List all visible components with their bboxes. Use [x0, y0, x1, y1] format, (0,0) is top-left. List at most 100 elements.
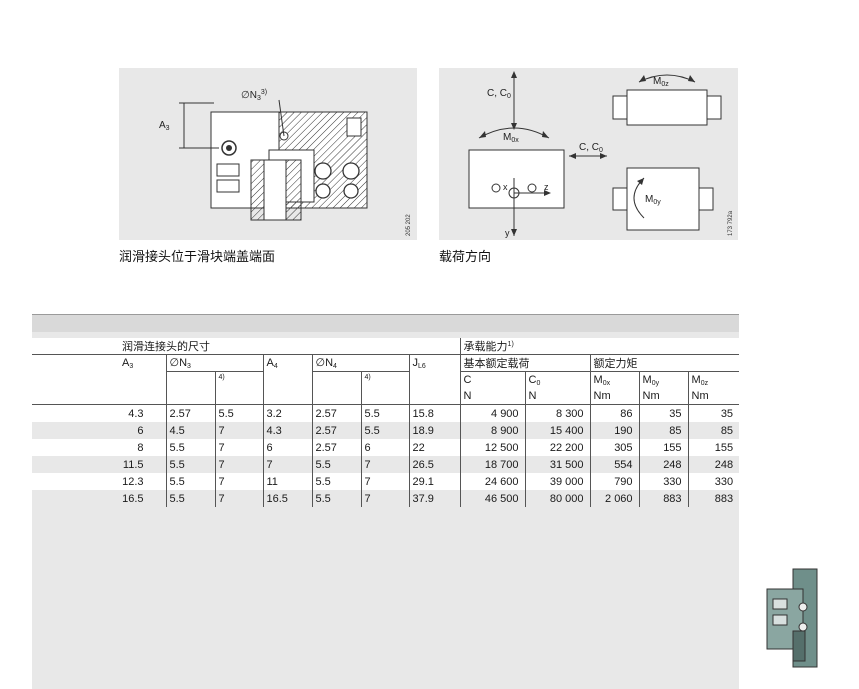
block-thumbnail-icon — [763, 567, 821, 669]
table-cell: 37.9 — [408, 490, 461, 507]
table-cell: 8 300 — [524, 404, 591, 422]
table-cell: 2.57 — [311, 404, 361, 422]
table-cell: 5.5 — [311, 473, 361, 490]
table-cell: 883 — [687, 490, 740, 507]
mox-label: M — [503, 132, 511, 143]
col-n4: ∅N4 — [311, 354, 409, 372]
block-section-drawing: A3 ∅N33) 205 202 — [159, 89, 412, 236]
load-direction-drawing: C, C0 M0x C, C0 M0z M0y x z y 173 792a — [468, 71, 734, 238]
table-cell: 7 — [360, 456, 409, 473]
table-cell: 554 — [589, 456, 640, 473]
figure2-caption: 载荷方向 — [439, 249, 492, 264]
sub-moment-header: 额定力矩 — [589, 354, 740, 372]
table-header-bar — [32, 314, 739, 333]
table-cell: 4 900 — [459, 404, 526, 422]
z-axis-label: z — [544, 182, 549, 192]
table-cell: 3.2 — [262, 404, 312, 422]
table-cell: 7 — [214, 473, 263, 490]
c-mid-label: C, C — [579, 142, 599, 153]
table-cell: 7 — [360, 473, 409, 490]
table-cell: 5.5 — [360, 404, 409, 422]
n4-note: 4) — [360, 371, 409, 388]
table-cell: 7 — [214, 490, 263, 507]
group-right-header: 承载能力1) — [459, 338, 740, 355]
table-cell: 85 — [638, 422, 689, 439]
table-cell: 6 — [32, 422, 166, 439]
table-cell: 85 — [687, 422, 740, 439]
table-cell: 190 — [589, 422, 640, 439]
table-cell: 248 — [638, 456, 689, 473]
n3-label: ∅N — [241, 90, 257, 101]
table-cell: 86 — [589, 404, 640, 422]
a3-label: A — [159, 120, 166, 131]
table-cell: 5.5 — [360, 422, 409, 439]
svg-text:A3: A3 — [159, 120, 170, 132]
table-cell: 29.1 — [408, 473, 461, 490]
x-axis-label: x — [503, 182, 508, 192]
unit-c0: N — [524, 388, 591, 405]
svg-text:M0z: M0z — [653, 76, 669, 88]
col-jl6: JL6 — [408, 354, 461, 372]
col-moy: M0y — [638, 371, 689, 388]
table-cell: 5.5 — [165, 439, 215, 456]
figure1-code: 205 202 — [406, 214, 412, 236]
svg-text:M0x: M0x — [503, 132, 519, 144]
table-cell: 7 — [360, 490, 409, 507]
col-c0: C0 — [524, 371, 591, 388]
unit-moz: Nm — [687, 388, 740, 405]
table-cell: 31 500 — [524, 456, 591, 473]
table-cell: 80 000 — [524, 490, 591, 507]
table-cell: 155 — [638, 439, 689, 456]
unit-c: N — [459, 388, 526, 405]
table-cell: 16.5 — [32, 490, 166, 507]
table-cell: 6 — [262, 439, 312, 456]
table-cell: 2 060 — [589, 490, 640, 507]
table-cell: 305 — [589, 439, 640, 456]
table-cell: 35 — [638, 404, 689, 422]
table-cell: 2.57 — [311, 422, 361, 439]
table-cell: 6 — [360, 439, 409, 456]
figure2-code: 173 792a — [728, 210, 734, 236]
table-cell: 35 — [687, 404, 740, 422]
table-cell: 330 — [687, 473, 740, 490]
table-cell: 8 900 — [459, 422, 526, 439]
table-cell: 7 — [214, 422, 263, 439]
table-cell: 2.57 — [311, 439, 361, 456]
table-cell: 5.5 — [214, 404, 263, 422]
table-cell: 22 200 — [524, 439, 591, 456]
table-cell: 8 — [32, 439, 166, 456]
table-cell: 155 — [687, 439, 740, 456]
table-cell: 11 — [262, 473, 312, 490]
col-n3: ∅N3 — [165, 354, 263, 372]
svg-text:M0y: M0y — [645, 194, 661, 206]
table-cell: 4.3 — [32, 404, 166, 422]
table-cell: 5.5 — [165, 473, 215, 490]
table-cell: 790 — [589, 473, 640, 490]
table-cell: 2.57 — [165, 404, 215, 422]
table-cell: 5.5 — [165, 490, 215, 507]
svg-text:C, C0: C, C0 — [579, 142, 603, 154]
col-c: C — [459, 371, 526, 388]
table-cell: 248 — [687, 456, 740, 473]
table-cell: 15 400 — [524, 422, 591, 439]
table-cell: 26.5 — [408, 456, 461, 473]
unit-moy: Nm — [638, 388, 689, 405]
table-cell: 46 500 — [459, 490, 526, 507]
col-a4: A4 — [262, 354, 312, 372]
figure1-caption: 润滑接头位于滑块端盖端面 — [119, 249, 276, 264]
table-cell: 7 — [262, 456, 312, 473]
svg-text:∅N33): ∅N33) — [241, 89, 267, 102]
col-mox: M0x — [589, 371, 640, 388]
lube-connection-figure: A3 ∅N33) 205 202 — [119, 68, 417, 240]
table-cell: 4.3 — [262, 422, 312, 439]
table-cell: 7 — [214, 456, 263, 473]
unit-mox: Nm — [589, 388, 640, 405]
table-cell: 883 — [638, 490, 689, 507]
table-cell: 24 600 — [459, 473, 526, 490]
table-cell: 5.5 — [165, 456, 215, 473]
